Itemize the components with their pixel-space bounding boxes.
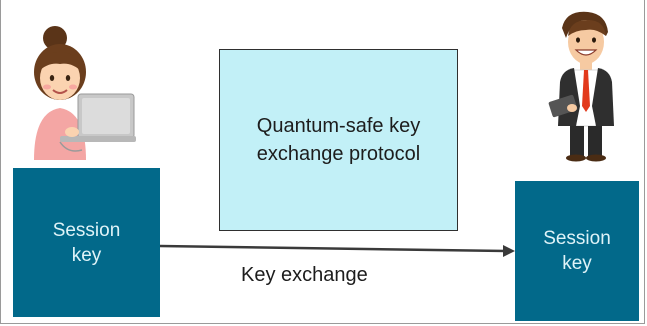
arrow-head-icon <box>503 245 515 257</box>
session-key-right: Session key <box>515 181 639 321</box>
woman-with-laptop-icon <box>20 20 145 160</box>
arrow-shaft <box>160 244 507 253</box>
protocol-line-1: Quantum-safe key <box>256 115 421 137</box>
protocol-box: Quantum-safe key exchange protocol <box>219 49 458 231</box>
session-key-right-line-1: Session <box>543 228 611 249</box>
session-key-left-line-1: Session <box>52 219 121 241</box>
session-key-left: Session key <box>13 168 160 317</box>
man-with-tablet-icon <box>548 6 628 162</box>
protocol-text: Quantum-safe key exchange protocol <box>257 112 420 168</box>
arrow-label: Key exchange <box>241 264 368 286</box>
protocol-line-2: exchange protocol <box>256 143 421 165</box>
session-key-right-line-2: key <box>562 253 592 274</box>
session-key-left-line-2: key <box>71 244 102 266</box>
key-exchange-arrow <box>160 244 515 257</box>
